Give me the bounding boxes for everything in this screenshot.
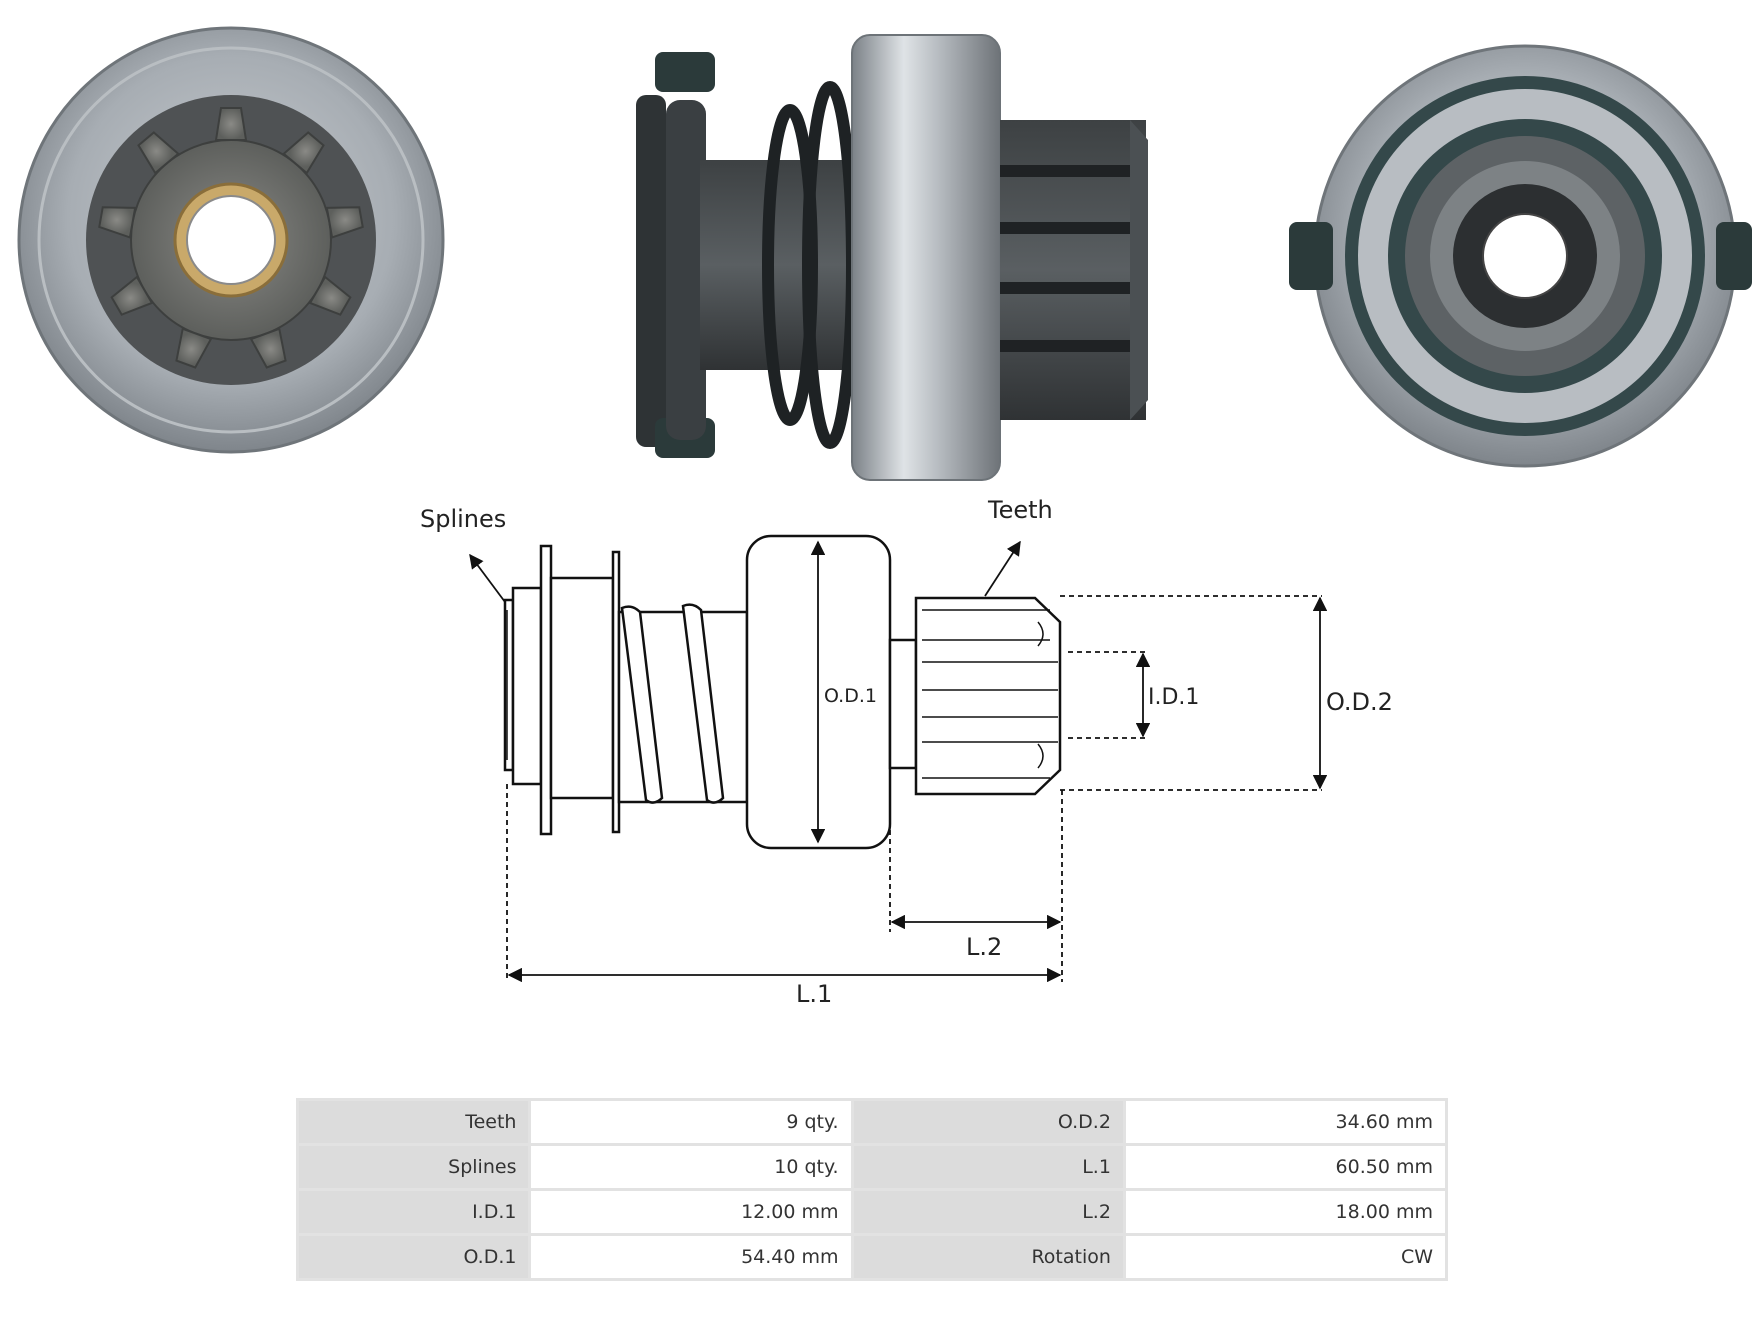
label-l2: L.2 — [966, 933, 1002, 961]
spec-value-rotation: CW — [1125, 1236, 1445, 1278]
product-photos — [17, 26, 1752, 481]
label-od1: O.D.1 — [824, 685, 877, 707]
label-id1: I.D.1 — [1148, 685, 1199, 710]
spec-value-l2: 18.00 mm — [1125, 1191, 1445, 1233]
spec-label-splines: Splines — [299, 1146, 529, 1188]
photo-gear-end-view — [17, 26, 445, 454]
dimension-diagram: Splines Teeth O.D.1 I.D.1 O.D.2 L.2 L.1 — [420, 496, 1393, 1008]
label-od2: O.D.2 — [1326, 688, 1393, 716]
spec-label-id1: I.D.1 — [299, 1191, 529, 1233]
spec-label-l1: L.1 — [853, 1146, 1123, 1188]
photo-rear-view — [1289, 44, 1752, 468]
spec-value-od2: 34.60 mm — [1125, 1101, 1445, 1143]
part-outline — [503, 534, 1062, 850]
spec-value-splines: 10 qty. — [531, 1146, 851, 1188]
dimension-lines — [469, 540, 1328, 983]
diagram-labels: Splines Teeth O.D.1 I.D.1 O.D.2 L.2 L.1 — [420, 496, 1393, 1008]
table-row: O.D.1 54.40 mm Rotation CW — [299, 1236, 1445, 1278]
table-row: Splines 10 qty. L.1 60.50 mm — [299, 1146, 1445, 1188]
spec-label-od1: O.D.1 — [299, 1236, 529, 1278]
photo-side-view — [636, 34, 1148, 481]
spec-label-l2: L.2 — [853, 1191, 1123, 1233]
table-row: I.D.1 12.00 mm L.2 18.00 mm — [299, 1191, 1445, 1233]
spec-table: Teeth 9 qty. O.D.2 34.60 mm Splines 10 q… — [296, 1098, 1448, 1281]
spec-value-teeth: 9 qty. — [531, 1101, 851, 1143]
spec-label-rotation: Rotation — [853, 1236, 1123, 1278]
label-teeth: Teeth — [987, 496, 1053, 524]
spec-value-id1: 12.00 mm — [531, 1191, 851, 1233]
spec-label-teeth: Teeth — [299, 1101, 529, 1143]
spec-label-od2: O.D.2 — [853, 1101, 1123, 1143]
pinion-tooth-lines — [922, 609, 1058, 779]
table-row: Teeth 9 qty. O.D.2 34.60 mm — [299, 1101, 1445, 1143]
spec-value-l1: 60.50 mm — [1125, 1146, 1445, 1188]
label-splines: Splines — [420, 505, 506, 533]
spec-value-od1: 54.40 mm — [531, 1236, 851, 1278]
label-l1: L.1 — [796, 980, 832, 1008]
